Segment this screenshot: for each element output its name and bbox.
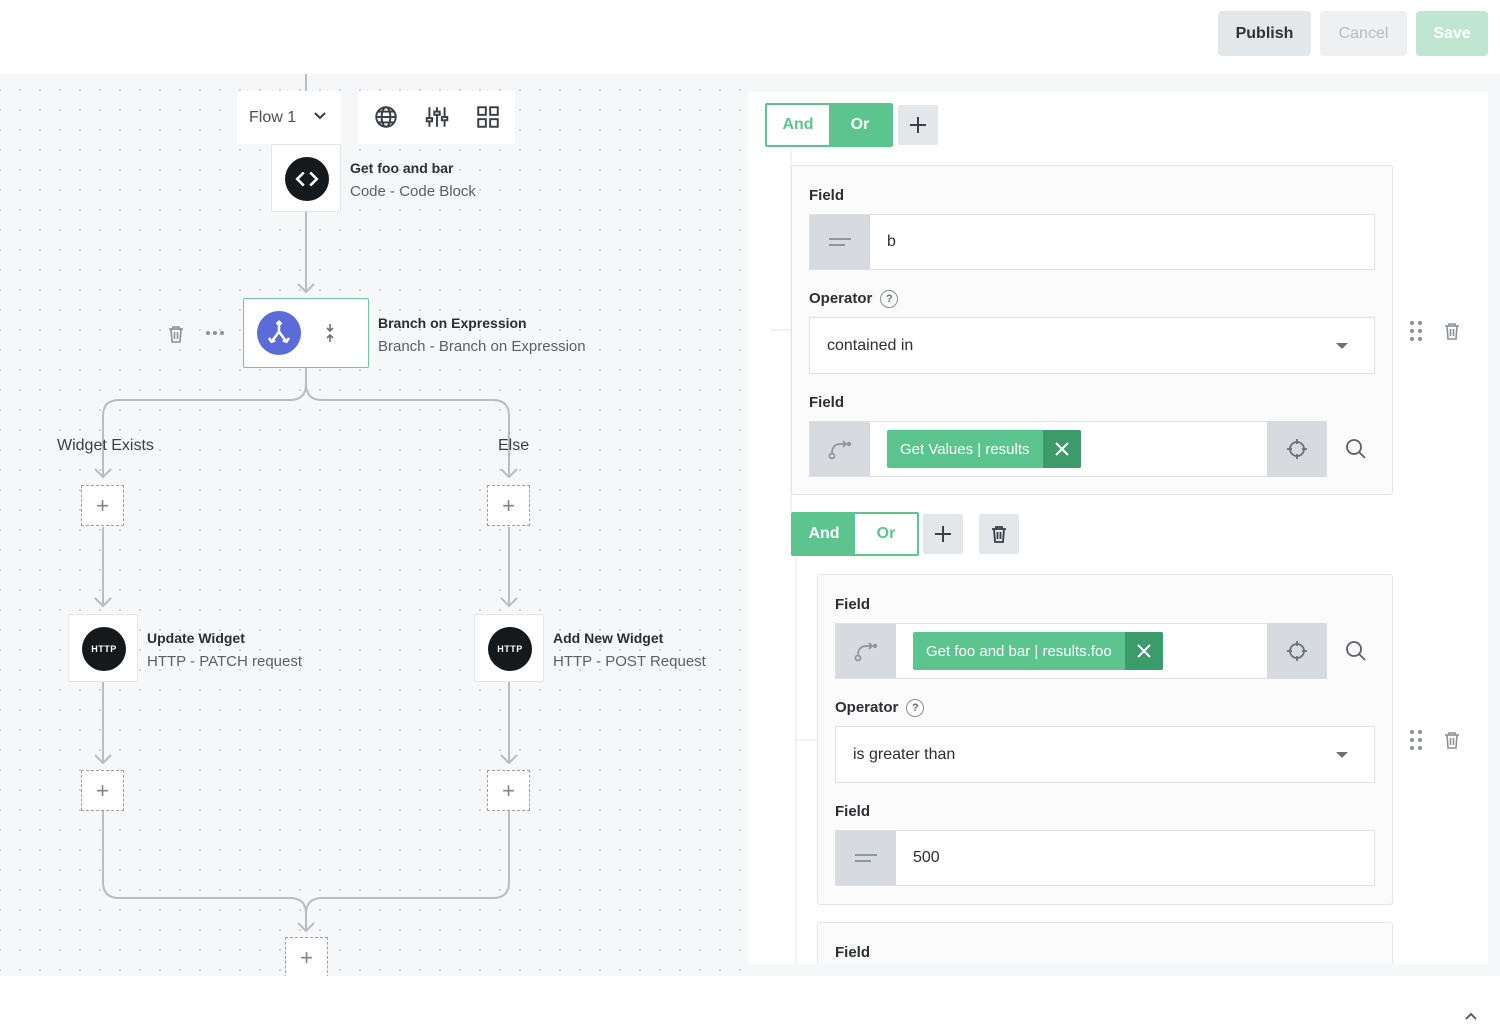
drag-handle-icon[interactable] — [1409, 729, 1423, 751]
add-widget-node[interactable]: HTTP — [474, 614, 544, 682]
and-toggle[interactable]: And — [793, 514, 855, 554]
globe-icon[interactable] — [373, 104, 399, 130]
update-widget-subtitle: HTTP - PATCH request — [147, 653, 303, 670]
trash-icon[interactable] — [1442, 730, 1462, 750]
crosshair-icon[interactable] — [1267, 421, 1327, 477]
drag-handle-icon[interactable] — [1409, 320, 1423, 342]
crosshair-icon[interactable] — [1267, 623, 1327, 679]
field-input[interactable]: b — [809, 214, 1375, 270]
reference-type-icon — [810, 422, 870, 476]
branch-label-else: Else — [498, 437, 530, 454]
trash-icon[interactable] — [166, 324, 186, 344]
cancel-button[interactable]: Cancel — [1320, 11, 1407, 56]
or-toggle[interactable]: Or — [855, 514, 917, 554]
condition-editor-panel: And Or Field b Operator? contained in Fi… — [748, 92, 1488, 964]
plus-icon — [935, 526, 951, 542]
operator-label: Operator? — [809, 290, 899, 309]
field-label: Field — [835, 944, 871, 961]
add-condition-button[interactable] — [923, 514, 963, 554]
help-icon[interactable]: ? — [906, 699, 925, 718]
trash-icon — [992, 526, 1006, 543]
remove-chip-icon[interactable] — [1042, 430, 1081, 468]
text-type-icon — [836, 831, 896, 885]
grid-icon[interactable] — [475, 104, 501, 130]
chevron-down-icon — [314, 112, 326, 120]
connector-lines — [94, 74, 518, 933]
help-icon[interactable]: ? — [880, 290, 899, 309]
dropdown-caret-icon — [1336, 343, 1348, 349]
code-icon — [285, 157, 329, 201]
trash-icon[interactable] — [1442, 321, 1462, 341]
top-toolbar: Publish Cancel Save — [0, 0, 1500, 74]
publish-button[interactable]: Publish — [1218, 11, 1311, 56]
flow-canvas[interactable]: Flow 1 Get foo and bar Code - Code Block… — [0, 74, 748, 976]
field-label: Field — [835, 803, 871, 820]
add-step-button[interactable]: + — [285, 937, 328, 976]
branch-icon — [257, 311, 301, 355]
operator-value: is greater than — [853, 745, 956, 763]
add-widget-subtitle: HTTP - POST Request — [553, 653, 706, 670]
dropdown-caret-icon — [1336, 752, 1348, 758]
reference-chip-label: Get Values | results — [900, 440, 1030, 458]
http-icon: HTTP — [488, 627, 532, 671]
operator-label-text: Operator — [809, 290, 873, 307]
code-node-title: Get foo and bar — [350, 160, 454, 176]
flow-selector[interactable]: Flow 1 — [237, 91, 341, 144]
branch-node[interactable] — [243, 298, 369, 368]
condition-card: Field — [817, 922, 1393, 964]
group-logic-toggle: And Or — [765, 103, 893, 147]
reference-chip: Get foo and bar | results.foo — [913, 632, 1163, 670]
more-options-icon[interactable] — [205, 330, 225, 336]
add-step-button[interactable]: + — [81, 770, 124, 811]
condition-card: Field b Operator? contained in Field Get… — [791, 165, 1393, 495]
reference-chip-label: Get foo and bar | results.foo — [926, 642, 1112, 660]
remove-chip-icon[interactable] — [1124, 632, 1163, 670]
flow-selector-label: Flow 1 — [249, 108, 297, 126]
field-reference-input[interactable]: Get foo and bar | results.foo — [835, 623, 1327, 679]
operator-select[interactable]: contained in — [809, 317, 1375, 374]
reference-chip: Get Values | results — [887, 430, 1081, 468]
add-condition-button[interactable] — [898, 105, 938, 145]
operator-label: Operator? — [835, 699, 925, 718]
save-button[interactable]: Save — [1416, 11, 1488, 56]
add-step-button[interactable]: + — [487, 485, 530, 526]
field-label: Field — [835, 596, 871, 613]
chevron-up-icon[interactable] — [1464, 1011, 1478, 1021]
text-type-icon — [810, 215, 870, 269]
operator-select[interactable]: is greater than — [835, 726, 1375, 783]
field-label: Field — [809, 394, 845, 411]
field-label: Field — [809, 187, 845, 204]
add-widget-title: Add New Widget — [553, 630, 664, 646]
bottom-bar — [0, 976, 1500, 1027]
or-toggle[interactable]: Or — [829, 105, 891, 145]
search-icon[interactable] — [1345, 438, 1367, 460]
update-widget-title: Update Widget — [147, 630, 245, 646]
http-icon: HTTP — [82, 627, 126, 671]
branch-label-widget-exists: Widget Exists — [57, 437, 154, 454]
sliders-icon[interactable] — [424, 104, 450, 130]
operator-label-text: Operator — [835, 699, 899, 716]
code-node[interactable] — [271, 144, 341, 212]
branch-node-subtitle: Branch - Branch on Expression — [378, 338, 586, 355]
and-toggle[interactable]: And — [767, 105, 829, 145]
field-reference-input[interactable]: Get Values | results — [809, 421, 1327, 477]
reference-type-icon — [836, 624, 896, 678]
branch-node-title: Branch on Expression — [378, 315, 527, 331]
subgroup-logic-toggle: And Or — [791, 512, 919, 556]
collapse-branch-icon[interactable] — [323, 323, 337, 343]
operator-value: contained in — [827, 336, 914, 354]
add-step-button[interactable]: + — [487, 770, 530, 811]
field-value: 500 — [913, 849, 940, 866]
field-input[interactable]: 500 — [835, 830, 1375, 886]
code-node-subtitle: Code - Code Block — [350, 183, 476, 200]
canvas-tools — [358, 91, 515, 144]
plus-icon — [910, 117, 926, 133]
update-widget-node[interactable]: HTTP — [68, 614, 138, 682]
delete-group-button[interactable] — [979, 514, 1019, 554]
field-value: b — [887, 233, 896, 250]
add-step-button[interactable]: + — [81, 485, 124, 526]
condition-card: Field Get foo and bar | results.foo Oper… — [817, 574, 1393, 905]
search-icon[interactable] — [1345, 640, 1367, 662]
